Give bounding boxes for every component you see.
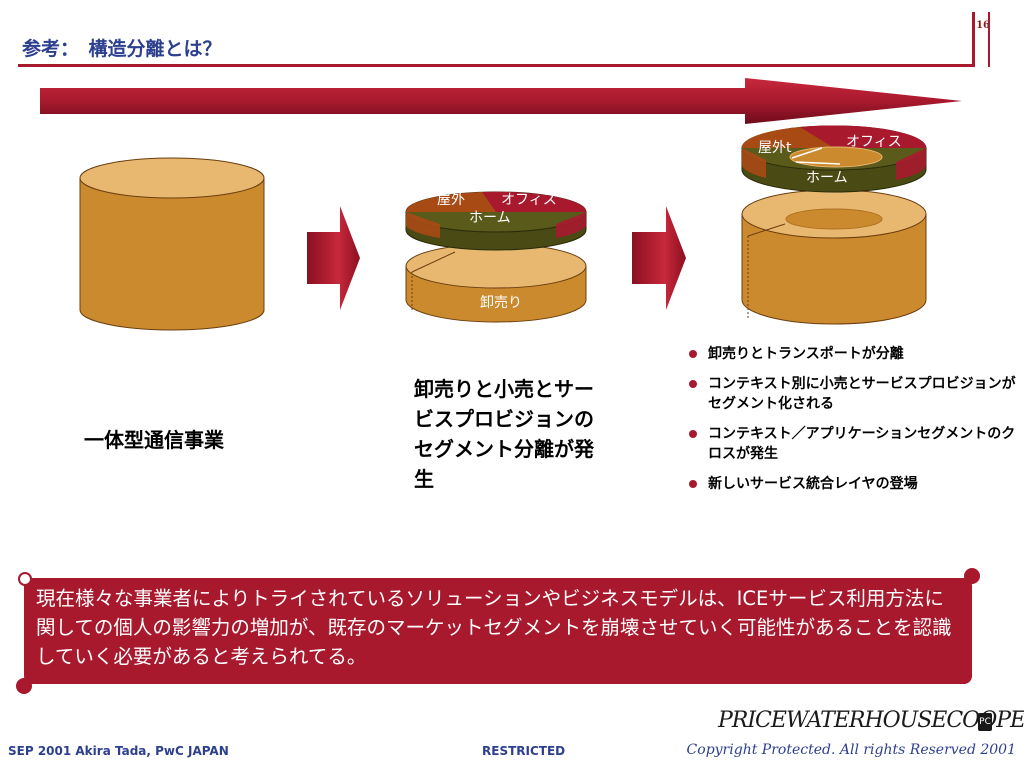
footer-classification: RESTRICTED	[482, 744, 566, 758]
footer-copyright: Copyright Protected. All rights Reserved…	[686, 742, 1016, 758]
list-item: コンテキスト／アプリケーションセグメントのクロスが発生	[688, 424, 1018, 464]
scroll-curl-icon	[18, 572, 32, 586]
title-rule-vertical	[972, 12, 975, 67]
stage2-home-label: ホーム	[469, 210, 511, 226]
list-item: 卸売りとトランスポートが分離	[688, 344, 1018, 364]
scroll-curl-icon	[16, 678, 32, 694]
bullet-dot-icon	[689, 480, 697, 488]
company-logo: PRICEWATERHOUSECOOPERS	[718, 708, 1024, 733]
bullet-dot-icon	[689, 350, 697, 358]
bullet-dot-icon	[689, 380, 697, 388]
list-item: コンテキスト別に小売とサービスプロビジョンがセグメント化される	[688, 374, 1018, 414]
stage2-caption: 卸売りと小売とサービスプロビジョンのセグメント分離が発生	[414, 377, 594, 491]
disc-segments-stage2	[405, 191, 587, 251]
stage3-home-label: ホーム	[806, 170, 848, 186]
stage-arrow-2	[632, 206, 686, 310]
title-rule-vertical-thin	[988, 12, 990, 67]
callout-text: 現在様々な事業者によりトライされているソリューションやビジネスモデルは、ICEサ…	[36, 587, 952, 668]
stage3-office-label: オフィス	[846, 134, 902, 150]
stage3-outdoor-label: 屋外t	[758, 140, 792, 156]
title-underline	[18, 64, 974, 67]
cylinder-wholesale	[405, 243, 587, 323]
bullet-list: 卸売りとトランスポートが分離 コンテキスト別に小売とサービスプロビジョンがセグメ…	[688, 344, 1018, 504]
page-title: 参考： 構造分離とは？	[22, 38, 222, 60]
logo-mark-icon: PC	[978, 713, 992, 731]
bullet-dot-icon	[689, 430, 697, 438]
page-number: 16	[976, 20, 990, 31]
list-item: 新しいサービス統合レイヤの登場	[688, 474, 1018, 494]
stage2-outdoor-label: 屋外	[437, 192, 465, 208]
cylinder-integrated	[79, 157, 265, 331]
stage2-wholesale-label: 卸売り	[480, 295, 522, 311]
stage1-caption: 一体型通信事業	[84, 428, 224, 452]
summary-callout: 現在様々な事業者によりトライされているソリューションやビジネスモデルは、ICEサ…	[16, 568, 980, 694]
stage-arrow-1	[307, 206, 360, 310]
disc-segments-stage3	[741, 125, 927, 193]
stage2-office-label: オフィス	[501, 192, 557, 208]
cylinder-base-stage3	[741, 189, 927, 325]
scroll-curl-icon	[964, 568, 980, 584]
footer-author: SEP 2001 Akira Tada, PwC JAPAN	[8, 744, 229, 758]
progression-arrow	[40, 78, 962, 124]
